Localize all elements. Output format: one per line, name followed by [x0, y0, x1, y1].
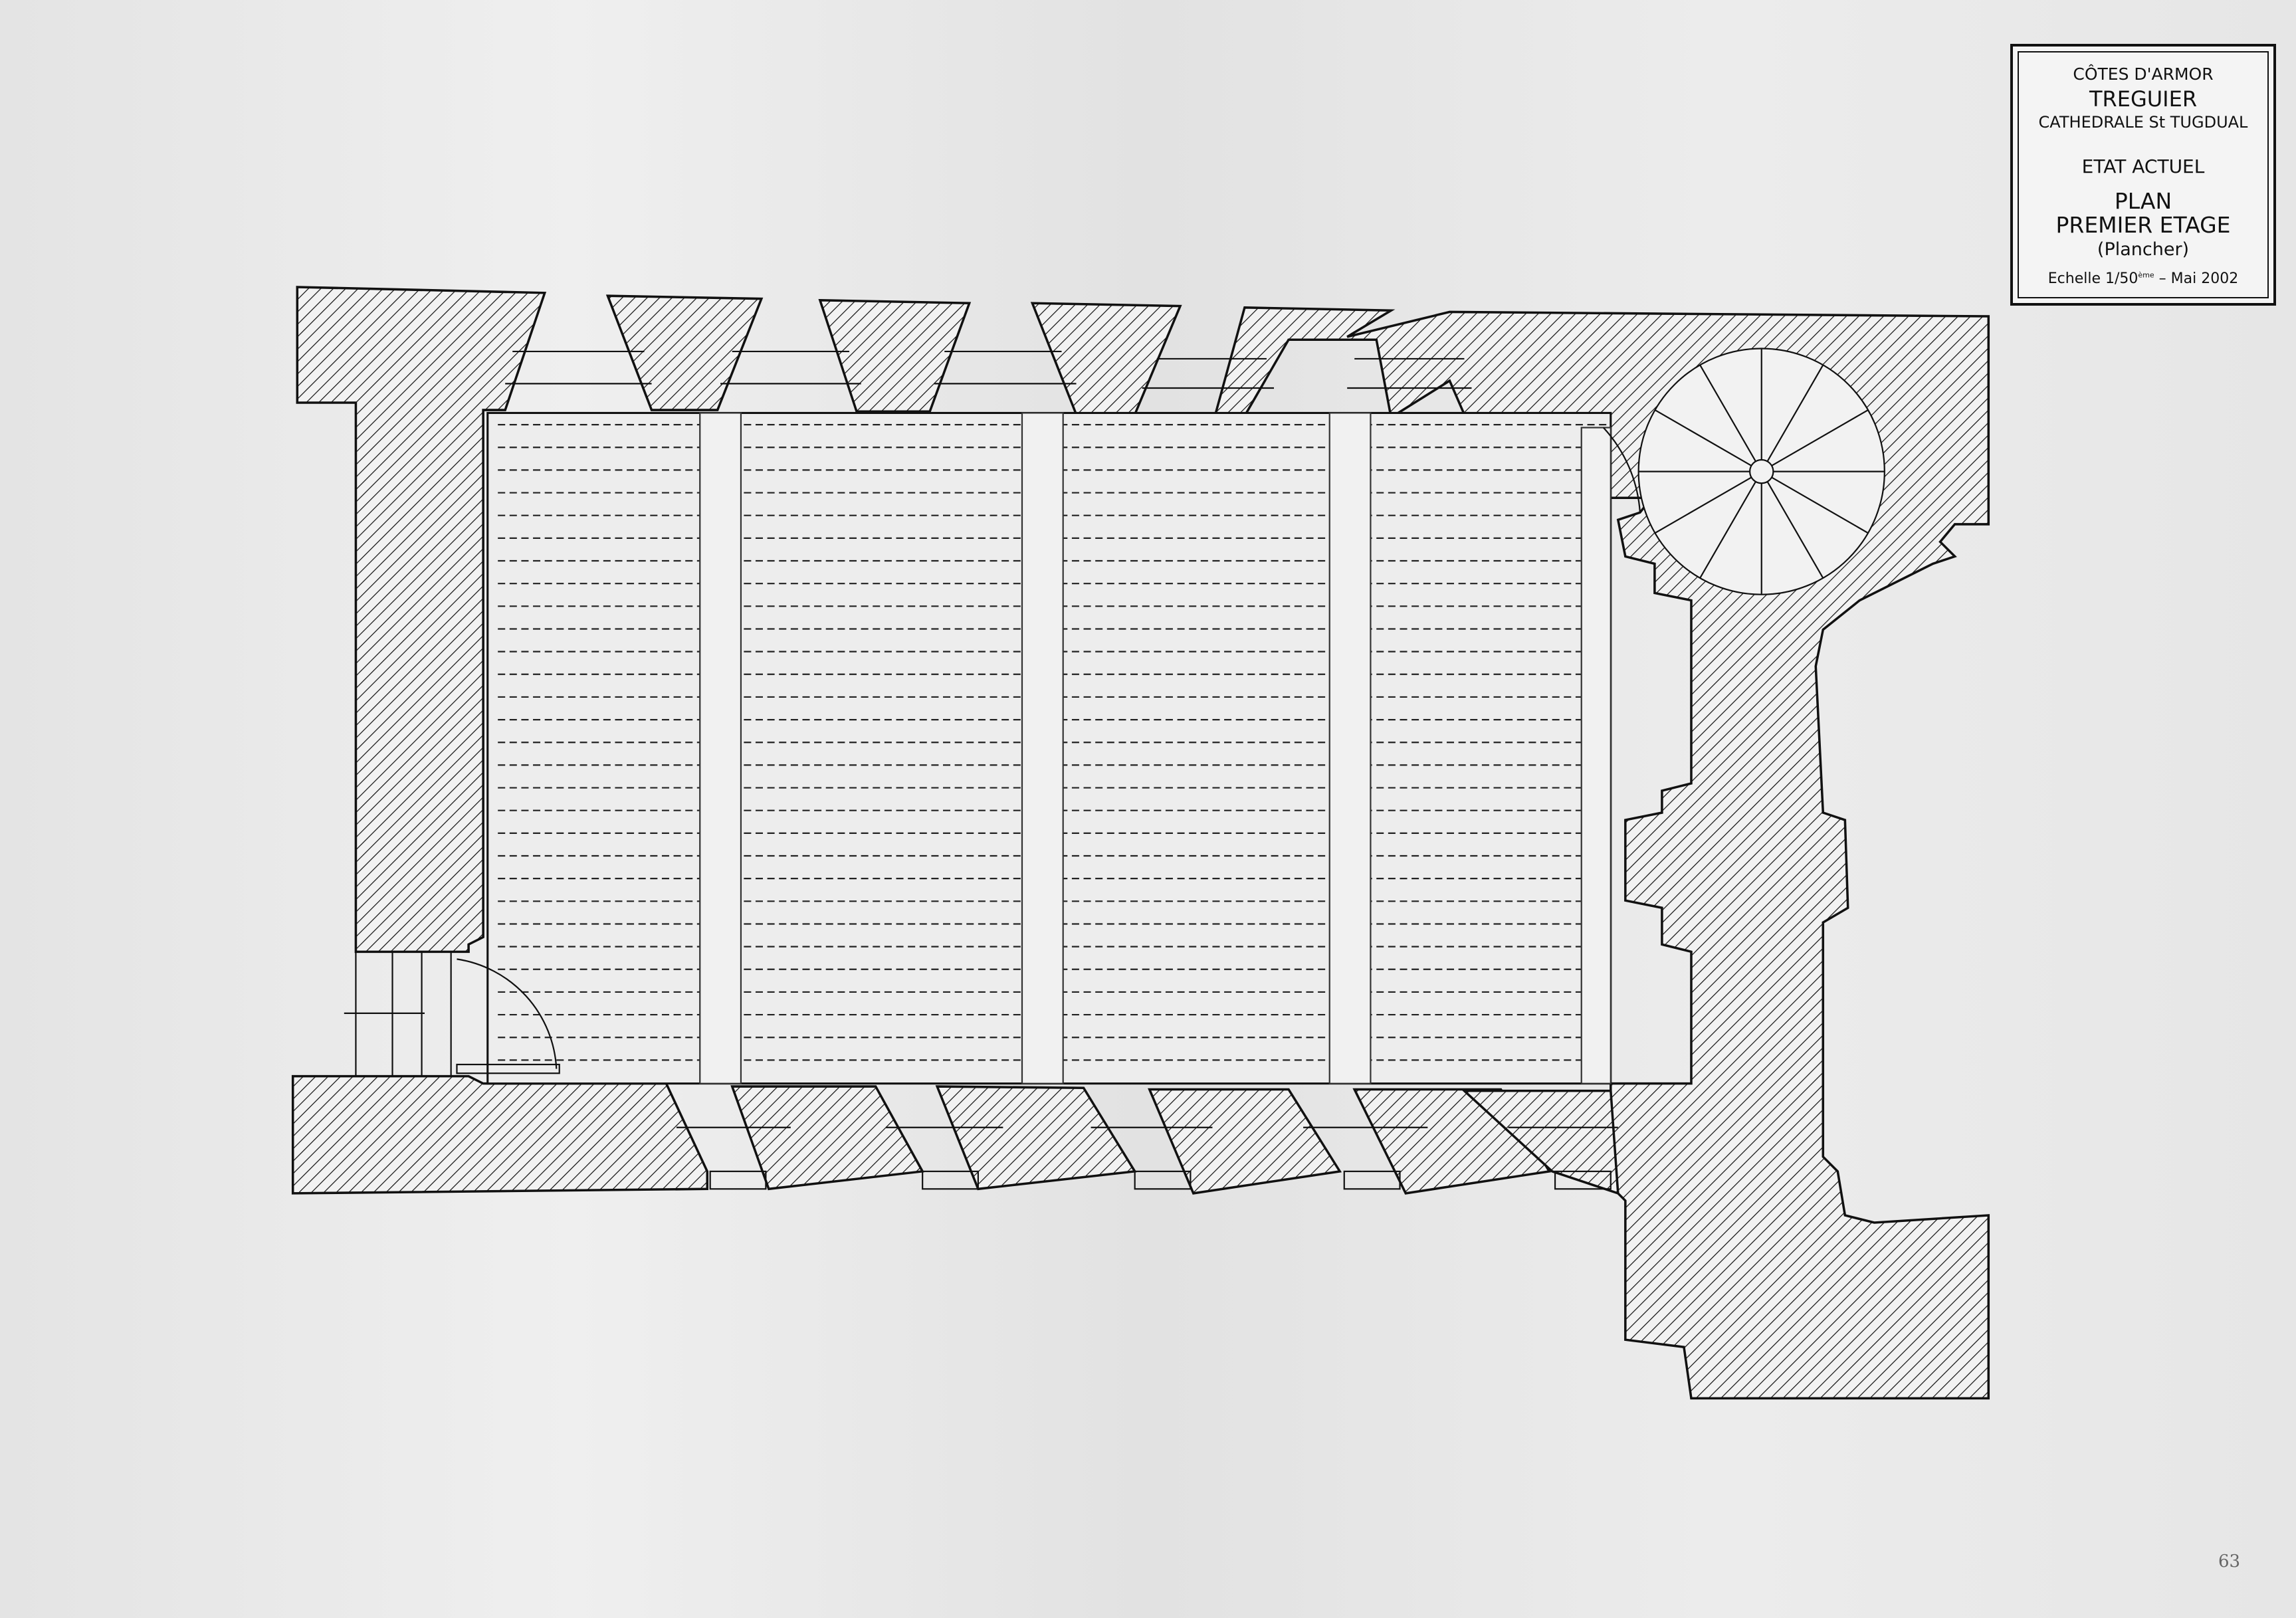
wall-pier: [730, 1085, 924, 1191]
wall-pier: [1148, 1088, 1342, 1195]
scale-suffix: ème: [2138, 270, 2154, 280]
drawing-type: PLAN: [2114, 188, 2172, 214]
stair-tread: [1766, 481, 1824, 579]
stair-tread: [1699, 364, 1756, 462]
department: CÔTES D'ARMOR: [2073, 64, 2214, 84]
beam: [1580, 427, 1612, 1084]
stair-tread: [1771, 476, 1869, 534]
subtitle: (Plancher): [2097, 239, 2190, 260]
stair-tread: [1654, 476, 1752, 534]
stair-tread: [1699, 481, 1756, 579]
beam: [699, 412, 742, 1084]
scale-date: Echelle 1/50ème – Mai 2002: [2048, 270, 2238, 287]
wall-pier: [818, 298, 972, 413]
stair-tread: [1771, 409, 1869, 466]
floor: PREMIER ETAGE: [2055, 212, 2231, 239]
wall-bottom: [291, 1074, 709, 1195]
wall-pier: [605, 294, 764, 411]
title-block: CÔTES D'ARMOR TREGUIER CATHEDRALE St TUG…: [2010, 44, 2276, 306]
wall-bottom-right: [1461, 1089, 1619, 1195]
wall-top-left: [296, 286, 547, 954]
page-number: 63: [2218, 1552, 2241, 1571]
town: TREGUIER: [2089, 86, 2198, 112]
scale: Echelle 1/50: [2047, 270, 2139, 287]
stair-tread: [1766, 364, 1824, 462]
beam: [1328, 412, 1372, 1084]
date: – Mai 2002: [2158, 270, 2239, 287]
beam: [1021, 412, 1064, 1084]
stair-tread: [1654, 409, 1752, 466]
state: ETAT ACTUEL: [2081, 155, 2205, 177]
monument: CATHEDRALE St TUGDUAL: [2038, 113, 2248, 132]
wall-pier: [935, 1085, 1137, 1191]
